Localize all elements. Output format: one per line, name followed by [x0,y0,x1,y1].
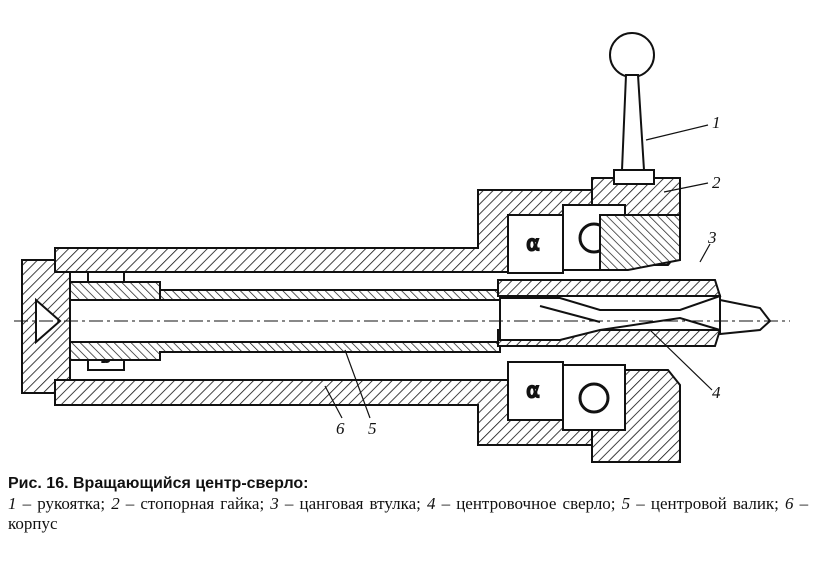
callout-4: 4 [712,383,721,402]
leader-lines [324,124,713,419]
legend-item: 2 – стопорная гайка; [111,494,265,513]
callout-5: 5 [368,419,377,438]
legend-item: 5 – центровой валик; [621,494,779,513]
caption-legend: 1 – рукоятка; 2 – стопорная гайка; 3 – ц… [8,494,808,534]
callout-3: 3 [707,228,717,247]
technical-drawing: α α a b 1 [14,32,790,463]
handle [609,32,655,185]
callout-6: 6 [336,419,345,438]
legend-item: 3 – цанговая втулка; [270,494,421,513]
legend-item: 6 – корпус [8,494,809,533]
callout-1: 1 [712,113,721,132]
svg-text:α: α [526,378,539,402]
center-drill [499,294,772,341]
callout-2: 2 [712,173,721,192]
legend-item: 4 – центровочное сверло; [426,494,616,513]
svg-text:α: α [526,231,539,255]
legend-item: 1 – рукоятка; [8,494,106,513]
caption-title: Рис. 16. Вращающийся центр-сверло: [8,475,309,492]
figure-caption: Рис. 16. Вращающийся центр-сверло: 1 – р… [8,474,808,534]
